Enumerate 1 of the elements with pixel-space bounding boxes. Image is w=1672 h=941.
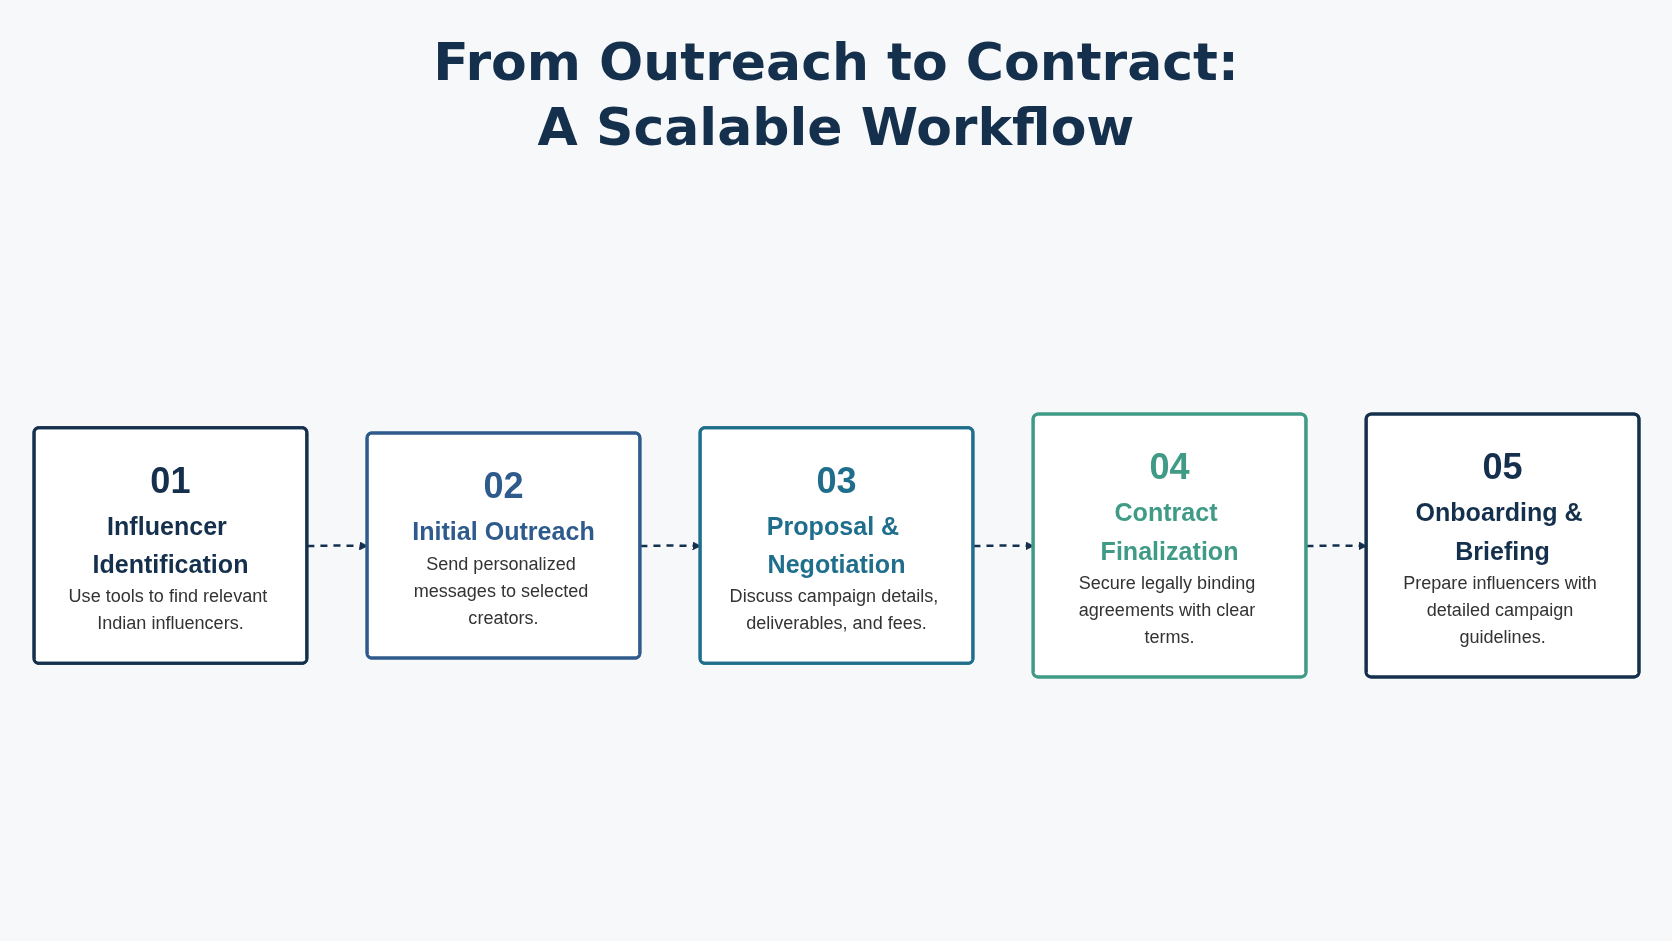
title: From Outreach to Contract: A Scalable Workflow xyxy=(432,31,1240,159)
